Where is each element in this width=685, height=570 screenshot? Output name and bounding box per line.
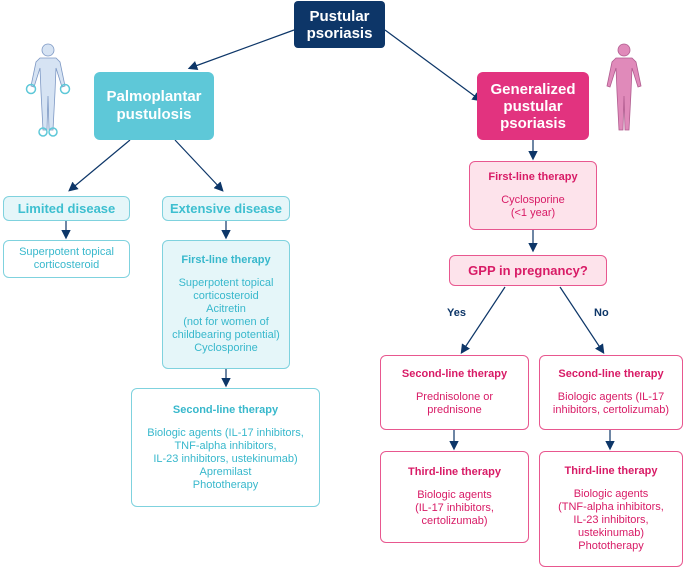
therapy-title: Second-line therapy	[558, 368, 664, 380]
extensive-first-line-therapy: First-line therapy Superpotent topical c…	[162, 240, 290, 369]
therapy-line: Acitretin	[206, 303, 246, 315]
palmoplantar-pustulosis-header: Palmoplantar pustulosis	[94, 72, 214, 140]
therapy-line: Biologic agents	[417, 489, 492, 501]
therapy-line: Superpotent topical	[178, 277, 274, 289]
therapy-title: First-line therapy	[488, 171, 578, 183]
therapy-title: Second-line therapy	[401, 368, 508, 380]
extensive-disease-text: Extensive disease	[169, 201, 283, 216]
arrow-question-to-yes	[460, 286, 506, 355]
therapy-line: Superpotent topical	[19, 246, 114, 258]
therapy-line: Biologic agents	[573, 488, 649, 500]
no-second-line-therapy: Second-line therapy Biologic agents (IL-…	[539, 355, 683, 430]
therapy-line: Phototherapy	[578, 540, 644, 552]
question-text: GPP in pregnancy?	[468, 263, 588, 278]
therapy-line: corticosteroid	[193, 290, 259, 302]
therapy-line: childbearing potential)	[172, 329, 280, 341]
yes-label: Yes	[447, 307, 466, 319]
therapy-line: Apremilast	[199, 465, 252, 478]
therapy-line: prednisone	[427, 404, 482, 416]
arrow-palmoplantar-to-extensive	[174, 139, 224, 192]
root-pustular-psoriasis: Pustular psoriasis	[294, 1, 385, 48]
arrow-root-to-palmoplantar	[187, 29, 295, 71]
no-third-line-therapy: Third-line therapy Biologic agents (TNF-…	[539, 451, 683, 567]
therapy-title: Third-line therapy	[408, 466, 501, 478]
therapy-title: First-line therapy	[181, 254, 271, 266]
therapy-line: Biologic agents (IL-17	[557, 391, 665, 403]
limited-disease-therapy: Superpotent topical corticosteroid	[3, 240, 130, 278]
arrow-question-to-no	[559, 286, 605, 355]
therapy-line: corticosteroid	[33, 259, 100, 271]
therapy-line: ustekinumab)	[577, 527, 645, 539]
therapy-line: Biologic agents (IL-17 inhibitors,	[147, 426, 304, 439]
therapy-line: (not for women of	[183, 316, 269, 328]
therapy-line: Prednisolone or	[415, 391, 494, 403]
palmoplantar-title-line: pustulosis	[116, 106, 192, 123]
therapy-line: (IL-17 inhibitors,	[415, 502, 494, 514]
generalized-pustular-psoriasis-header: Generalized pustular psoriasis	[477, 72, 589, 140]
extensive-second-line-therapy: Second-line therapy Biologic agents (IL-…	[131, 388, 320, 507]
human-body-full-highlighted-icon	[606, 43, 642, 131]
gpp-pregnancy-question: GPP in pregnancy?	[449, 255, 607, 286]
gpp-title-line: pustular	[503, 97, 563, 115]
therapy-line: Phototherapy	[192, 478, 259, 491]
limited-disease-label: Limited disease	[3, 196, 130, 221]
yes-second-line-therapy: Second-line therapy Prednisolone or pred…	[380, 355, 529, 430]
therapy-line: Cyclosporine	[194, 342, 258, 354]
therapy-line: (TNF-alpha inhibitors,	[558, 501, 664, 513]
yes-third-line-therapy: Third-line therapy Biologic agents (IL-1…	[380, 451, 529, 543]
gpp-first-line-therapy: First-line therapy Cyclosporine (<1 year…	[469, 161, 597, 230]
therapy-title: Third-line therapy	[564, 465, 658, 477]
human-body-hands-feet-highlighted-icon	[25, 43, 71, 137]
extensive-disease-label: Extensive disease	[162, 196, 290, 221]
gpp-title-line: Generalized	[490, 80, 576, 98]
therapy-line: IL-23 inhibitors,	[573, 514, 649, 526]
gpp-title-line: psoriasis	[500, 114, 566, 132]
therapy-line: TNF-alpha inhibitors,	[174, 439, 277, 452]
arrow-palmoplantar-to-limited	[68, 139, 131, 192]
therapy-line: Cyclosporine	[501, 194, 565, 206]
palmoplantar-title-line: Palmoplantar	[106, 88, 202, 105]
therapy-line: IL-23 inhibitors, ustekinumab)	[153, 452, 298, 465]
arrow-root-to-generalized	[384, 29, 482, 102]
no-label: No	[594, 307, 609, 319]
therapy-line: inhibitors, certolizumab)	[552, 404, 670, 416]
therapy-line: certolizumab)	[421, 515, 488, 527]
therapy-title: Second-line therapy	[172, 403, 279, 416]
therapy-line: (<1 year)	[510, 207, 556, 219]
limited-disease-text: Limited disease	[17, 201, 116, 216]
root-title-line: psoriasis	[306, 24, 373, 42]
root-title-line: Pustular	[309, 7, 370, 25]
